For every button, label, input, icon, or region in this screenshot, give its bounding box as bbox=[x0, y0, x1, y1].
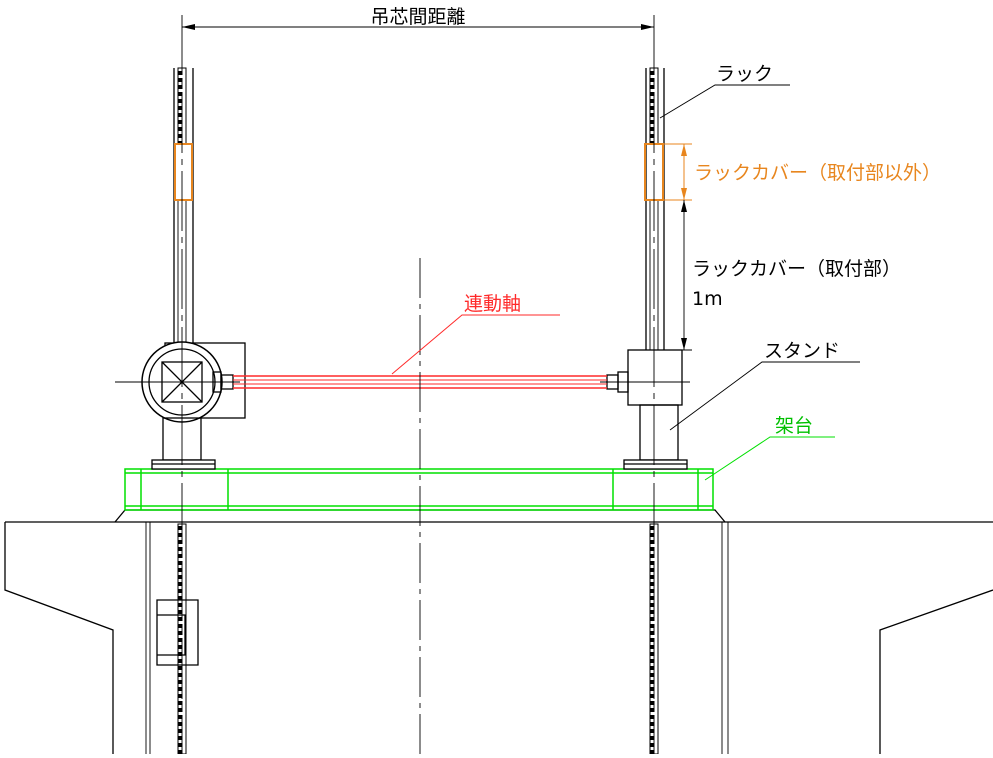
rack-cover-length-label: 1m bbox=[692, 288, 723, 310]
stand-label: スタンド bbox=[764, 340, 840, 362]
frame-leader bbox=[704, 436, 835, 481]
linkage-shaft-leader bbox=[391, 314, 560, 375]
left-gearbox bbox=[115, 341, 246, 423]
rack-leader bbox=[659, 84, 790, 119]
right-rack bbox=[645, 67, 665, 755]
rack-cover-mount-dimension bbox=[664, 200, 692, 351]
left-lower-cover bbox=[156, 599, 199, 666]
frame-label: 架台 bbox=[775, 415, 813, 437]
rack-cover-other-dimension bbox=[664, 143, 692, 201]
stand-leader bbox=[669, 361, 860, 431]
rack-cover-mount-label: ラックカバー（取付部） bbox=[692, 258, 901, 280]
frame-outline bbox=[124, 468, 714, 511]
left-stand bbox=[151, 417, 216, 470]
linkage-shaft-label: 連動軸 bbox=[464, 293, 521, 315]
center-distance-label: 吊芯間距離 bbox=[370, 6, 465, 28]
right-gearbox bbox=[600, 349, 690, 406]
rack-label: ラック bbox=[716, 63, 773, 85]
left-rack-cover bbox=[174, 143, 193, 201]
rack-cover-other-label: ラックカバー（取付部以外） bbox=[694, 162, 941, 184]
center-distance-dimension bbox=[182, 24, 654, 30]
right-stand bbox=[623, 404, 688, 470]
concrete-pier bbox=[4, 521, 993, 754]
